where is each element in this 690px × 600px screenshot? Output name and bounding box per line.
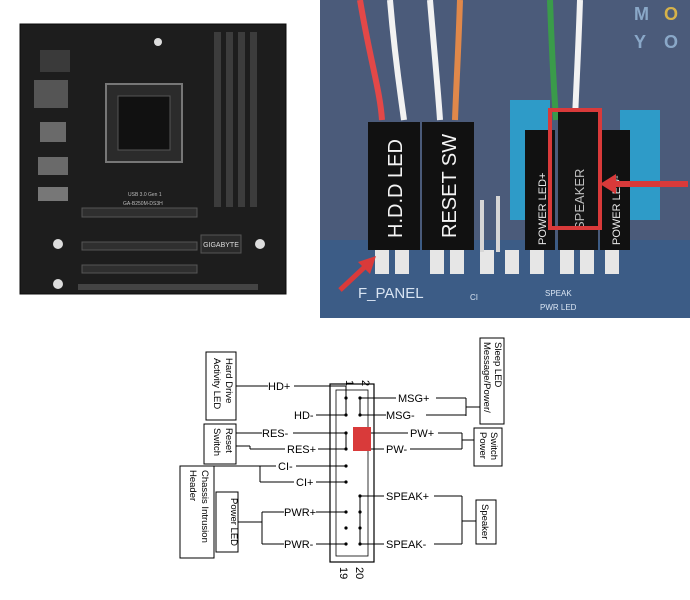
io-port [40, 122, 66, 142]
ram-slot [226, 32, 233, 207]
box-chassis-line1: Chassis Intrusion [199, 470, 210, 543]
connector-label-hdd: H.D.D LED [385, 139, 407, 238]
signal-res-plus: RES+ [287, 444, 316, 456]
connector-label-speaker: SPEAKER [572, 169, 587, 230]
pin-number-20: 20 [353, 567, 365, 579]
watermark-o: O [664, 4, 683, 24]
watermark-o2: O [664, 32, 683, 52]
cpu-socket-center [117, 95, 171, 151]
pin-number-2: 2 [359, 380, 371, 386]
box-message-line2: Sleep LED [492, 342, 503, 388]
power-switch-highlight [353, 427, 371, 451]
ram-slot [250, 32, 257, 207]
signal-pw-plus: PW+ [410, 428, 434, 440]
box-power-led-line1: Power LED [228, 498, 239, 546]
ram-slot [214, 32, 221, 207]
screw-hole [154, 38, 162, 46]
box-chassis-intrusion [179, 465, 215, 559]
front-panel-photo: H.D.D LED RESET SW POWER LED+ SPEAKER PO… [320, 0, 690, 318]
screw-hole [53, 239, 63, 249]
motherboard-image: GIGABYTE USB 3.0 Gen 1 GA-B250M-DS3H [18, 22, 290, 296]
io-port [38, 187, 68, 201]
box-speaker-line1: Speaker [479, 504, 490, 539]
signal-ci-plus: CI+ [296, 477, 313, 489]
connector-hdd-led [368, 122, 420, 250]
box-reset-switch [203, 423, 237, 465]
box-hdd-led [205, 351, 237, 421]
io-port [40, 50, 70, 72]
header-inner [335, 389, 369, 557]
io-port [38, 157, 68, 175]
pin-diagram: 1 2 19 20 Hard Drive Activity LED Reset … [175, 330, 515, 590]
bottom-headers [78, 284, 258, 290]
signal-msg-minus: MSG- [386, 410, 415, 422]
motherboard-illustration: GIGABYTE USB 3.0 Gen 1 GA-B250M-DS3H [19, 23, 287, 295]
pwr-led-label: PWR LED [540, 303, 577, 312]
signal-speak-minus: SPEAK- [386, 539, 427, 551]
signal-res-minus: RES- [262, 428, 289, 440]
highlight-box [548, 108, 602, 230]
chipset [200, 234, 242, 254]
pin-number-19: 19 [337, 567, 349, 579]
signal-hd-plus: HD+ [268, 381, 290, 393]
front-panel-illustration: H.D.D LED RESET SW POWER LED+ SPEAKER PO… [320, 0, 690, 318]
signal-pwr-minus: PWR- [284, 539, 314, 551]
screw-hole [255, 239, 265, 249]
io-port [34, 80, 68, 108]
signal-pw-minus: PW- [386, 444, 408, 456]
signal-pwr-plus: PWR+ [284, 507, 316, 519]
pin-number-1: 1 [343, 380, 355, 386]
pcie-slot [81, 264, 198, 274]
pcie-slot [81, 241, 198, 251]
watermark-m: M [634, 4, 653, 24]
arrowhead-icon [358, 256, 376, 274]
box-message-led [479, 337, 505, 425]
ci-label: CI [470, 293, 478, 302]
connector-label-reset: RESET SW [439, 134, 461, 238]
box-power-switch [473, 427, 503, 467]
signal-ci-minus: CI- [278, 461, 293, 473]
screw-hole [53, 279, 63, 289]
box-speaker [475, 499, 497, 545]
watermark-y: Y [634, 32, 651, 52]
arrowhead-icon [600, 174, 616, 194]
signal-hd-minus: HD- [294, 410, 314, 422]
box-message-line1: Message/Power/ [481, 342, 492, 413]
box-power-switch-line2: Switch [488, 432, 499, 460]
brand-label: GIGABYTE [203, 242, 239, 249]
pin-diagram-svg: 1 2 19 20 Hard Drive Activity LED Reset … [179, 337, 505, 579]
box-power-switch-line1: Power [477, 432, 488, 459]
signal-speak-plus: SPEAK+ [386, 491, 429, 503]
box-reset-line2: Switch [211, 428, 222, 456]
box-hdd-led-line1: Hard Drive [223, 358, 234, 403]
header-label: F_PANEL [358, 285, 424, 302]
model-label: GA-B250M-DS3H [123, 201, 163, 207]
box-chassis-line2: Header [187, 470, 198, 501]
ram-slot [238, 32, 245, 207]
box-hdd-led-line2: Activity LED [211, 358, 222, 409]
speak-label: SPEAK [545, 289, 572, 298]
connector-reset-sw [422, 122, 474, 250]
pcie-slot [81, 207, 198, 218]
signal-msg-plus: MSG+ [398, 393, 429, 405]
box-reset-line1: Reset [223, 428, 234, 453]
usb-label: USB 3.0 Gen 1 [128, 192, 162, 198]
connector-label-power-led-plus: POWER LED+ [537, 173, 549, 245]
